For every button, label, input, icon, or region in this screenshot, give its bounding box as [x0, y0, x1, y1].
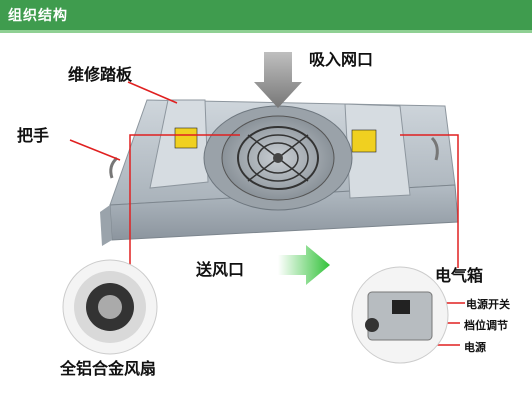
outlet-arrow	[278, 245, 330, 285]
label-gear-adjust: 档位调节	[464, 319, 508, 332]
handle-right	[430, 136, 439, 161]
label-outlet: 送风口	[196, 260, 245, 279]
handle-left	[109, 156, 119, 179]
maintenance-pedal-left	[149, 99, 209, 189]
label-power: 电源	[464, 341, 486, 354]
label-electric-box: 电气箱	[435, 266, 484, 285]
section-header: 组织结构	[0, 0, 532, 30]
label-intake: 吸入网口	[309, 50, 374, 69]
label-maintenance-pedal: 维修踏板	[68, 65, 133, 84]
maintenance-pedal-right	[344, 103, 411, 199]
intake-arrow	[254, 52, 302, 108]
label-handle: 把手	[17, 126, 50, 145]
section-title: 组织结构	[8, 8, 68, 24]
intake-fan-grille	[203, 105, 353, 211]
fan-inset	[62, 259, 158, 355]
label-power-switch: 电源开关	[466, 298, 510, 311]
header-divider	[0, 30, 532, 33]
electric-box-inset	[351, 266, 449, 364]
label-fan: 全铝合金风扇	[60, 359, 157, 378]
